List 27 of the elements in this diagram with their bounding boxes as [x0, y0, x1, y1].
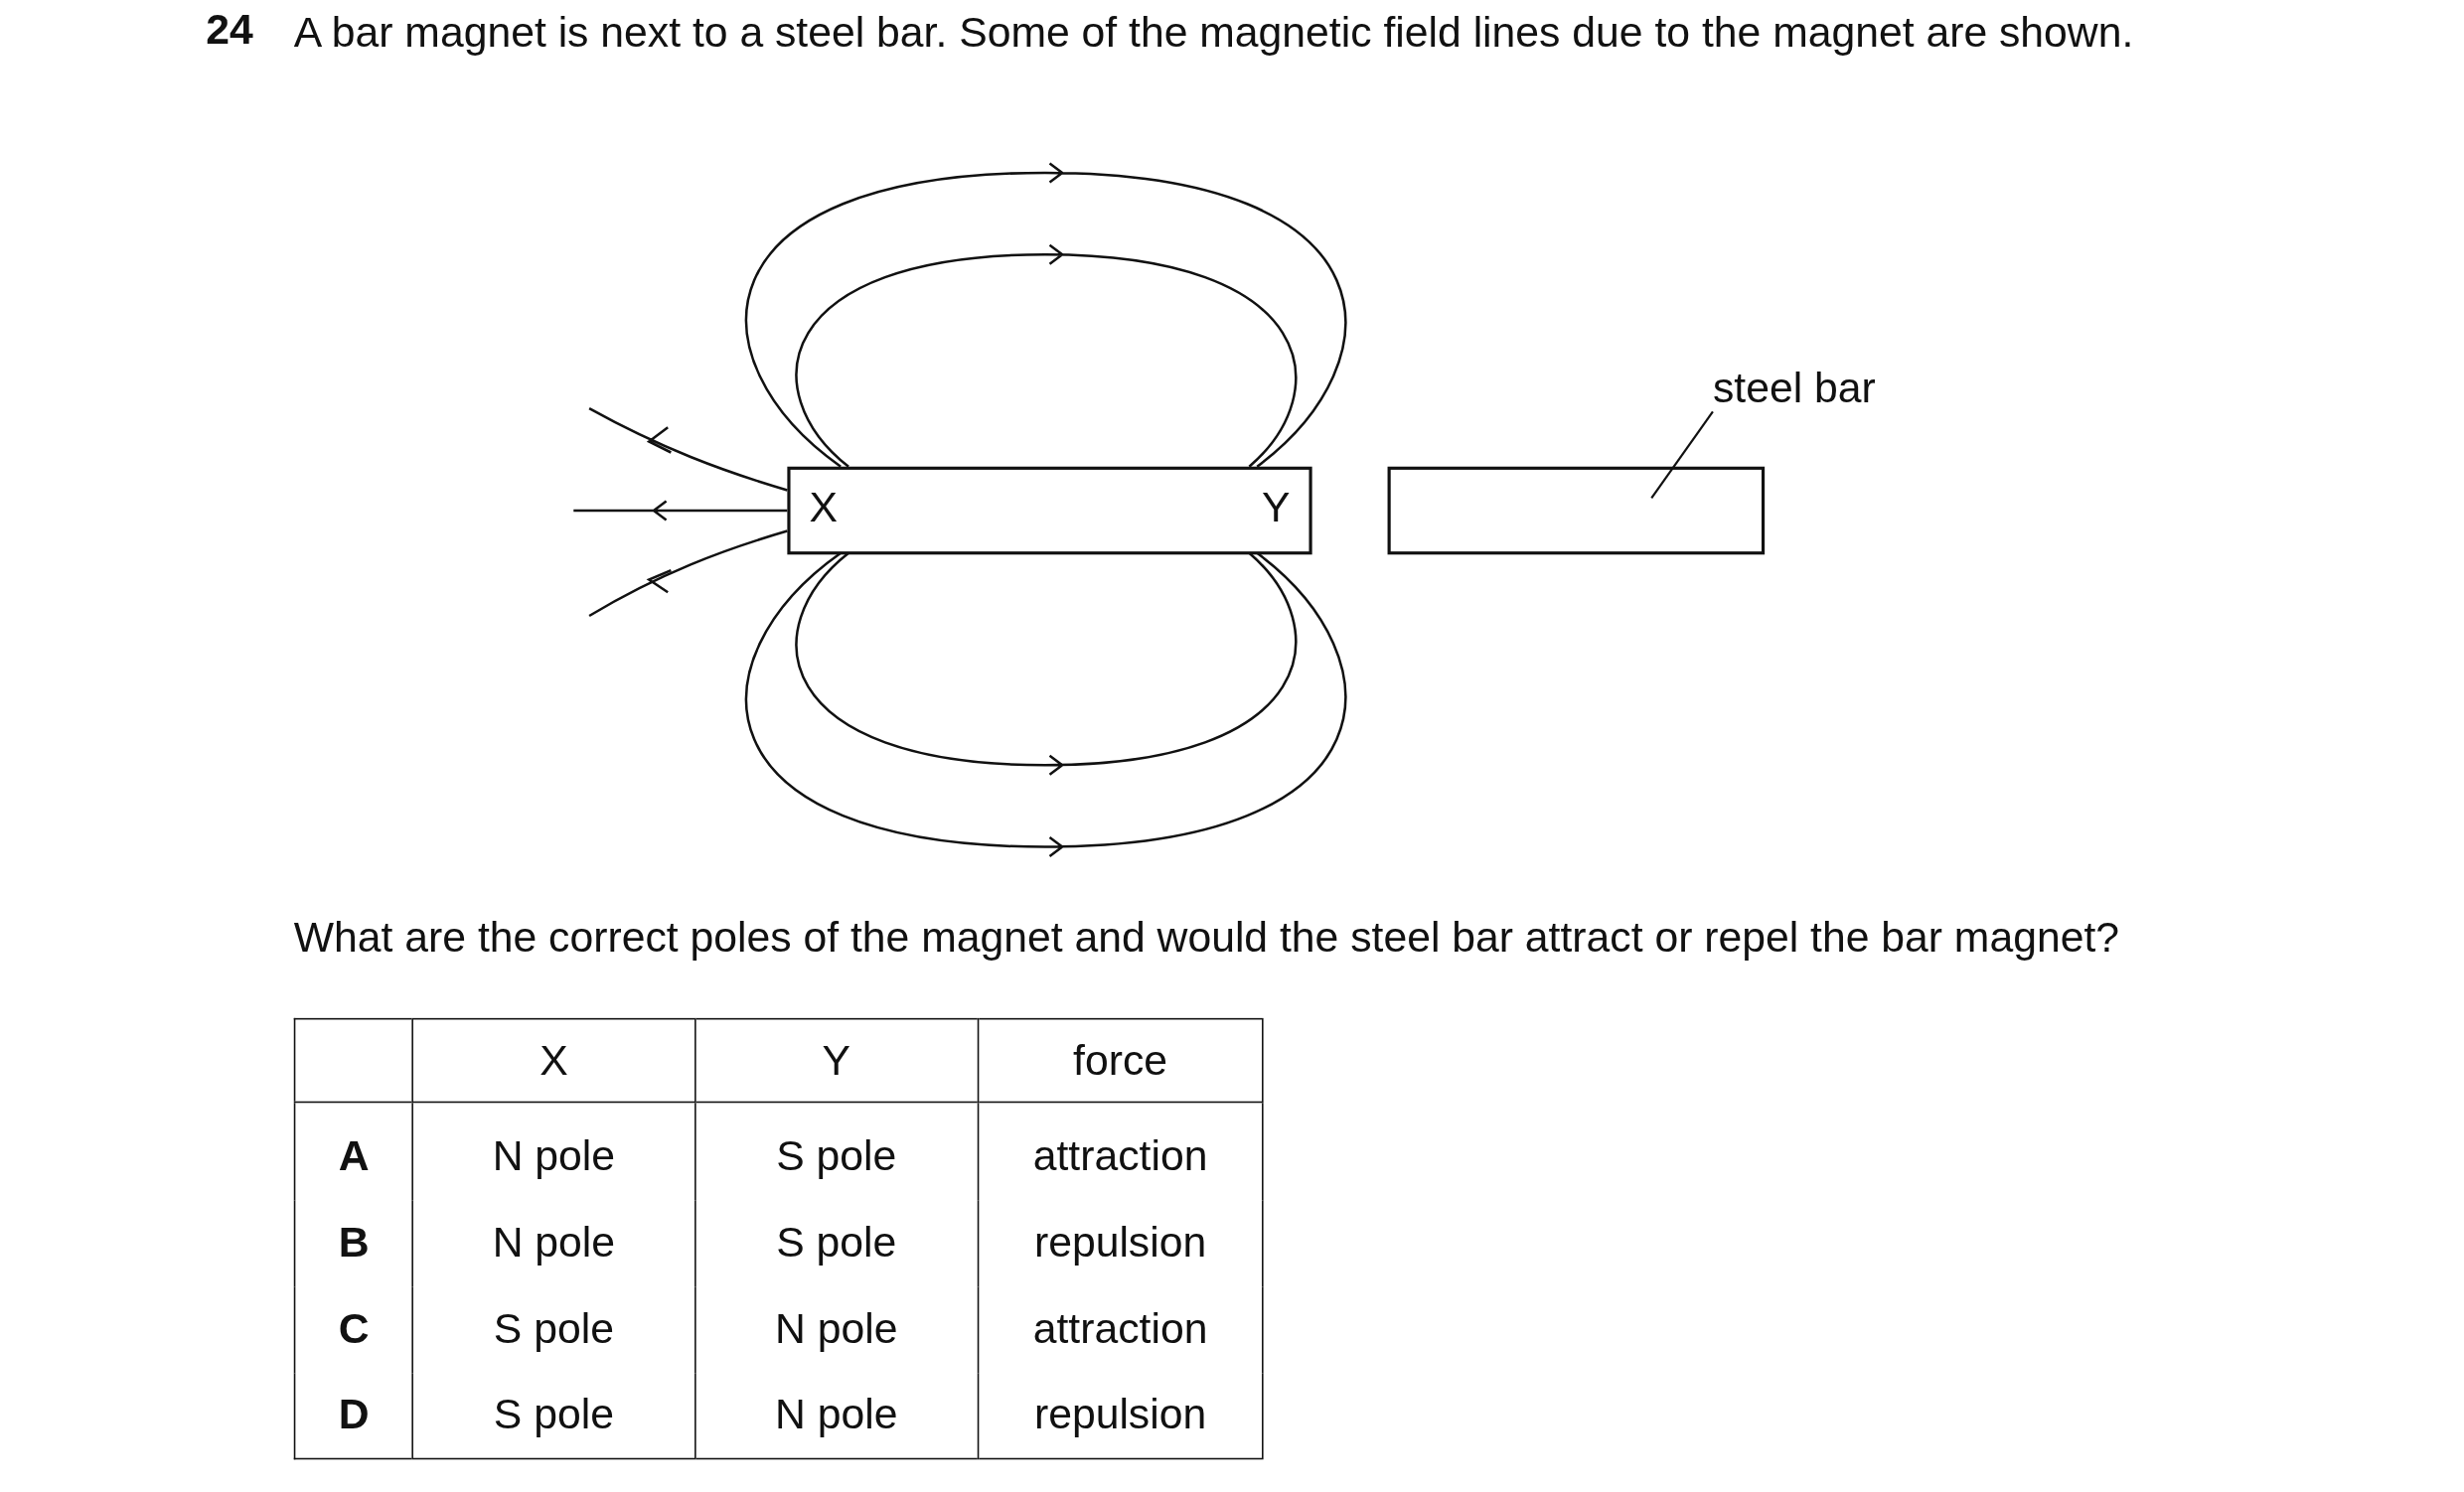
pole-cell-text: S pole [493, 1304, 614, 1352]
pole-cell-text: S pole [776, 1131, 897, 1180]
option-letter: B [338, 1218, 370, 1266]
column-header: force [1073, 1036, 1168, 1084]
pole-label: Y [1262, 484, 1291, 533]
force-cell-text: attraction [1032, 1304, 1208, 1352]
force-cell-text: attraction [1032, 1131, 1208, 1180]
option-letter: D [338, 1391, 370, 1438]
question-number: 24 [206, 6, 253, 56]
pole-label: X [809, 484, 838, 533]
pole-cell-text: N pole [492, 1131, 616, 1180]
pole-cell-text: N pole [775, 1304, 898, 1352]
pole-cell-text: S pole [493, 1391, 614, 1438]
column-header: Y [822, 1036, 850, 1084]
leader-line [1650, 410, 1714, 499]
pole-cell-text: N pole [775, 1391, 898, 1438]
question-text: A bar magnet is next to a steel bar. Some of the magnetic field lines due to the magnet are shown. [293, 8, 2135, 59]
steel-bar-label: steel bar [1712, 364, 1876, 413]
steel-bar [1387, 466, 1766, 555]
force-cell-text: repulsion [1033, 1218, 1207, 1266]
question-prompt: What are the correct poles of the magnet and would the steel bar attract or repel the bar magnet? [293, 914, 2120, 964]
pole-cell-text: S pole [776, 1218, 897, 1266]
column-header: X [539, 1036, 568, 1084]
force-cell-text: repulsion [1033, 1391, 1207, 1438]
option-letter: C [338, 1304, 370, 1352]
option-letter: A [338, 1131, 370, 1180]
pole-cell-text: N pole [492, 1218, 616, 1266]
